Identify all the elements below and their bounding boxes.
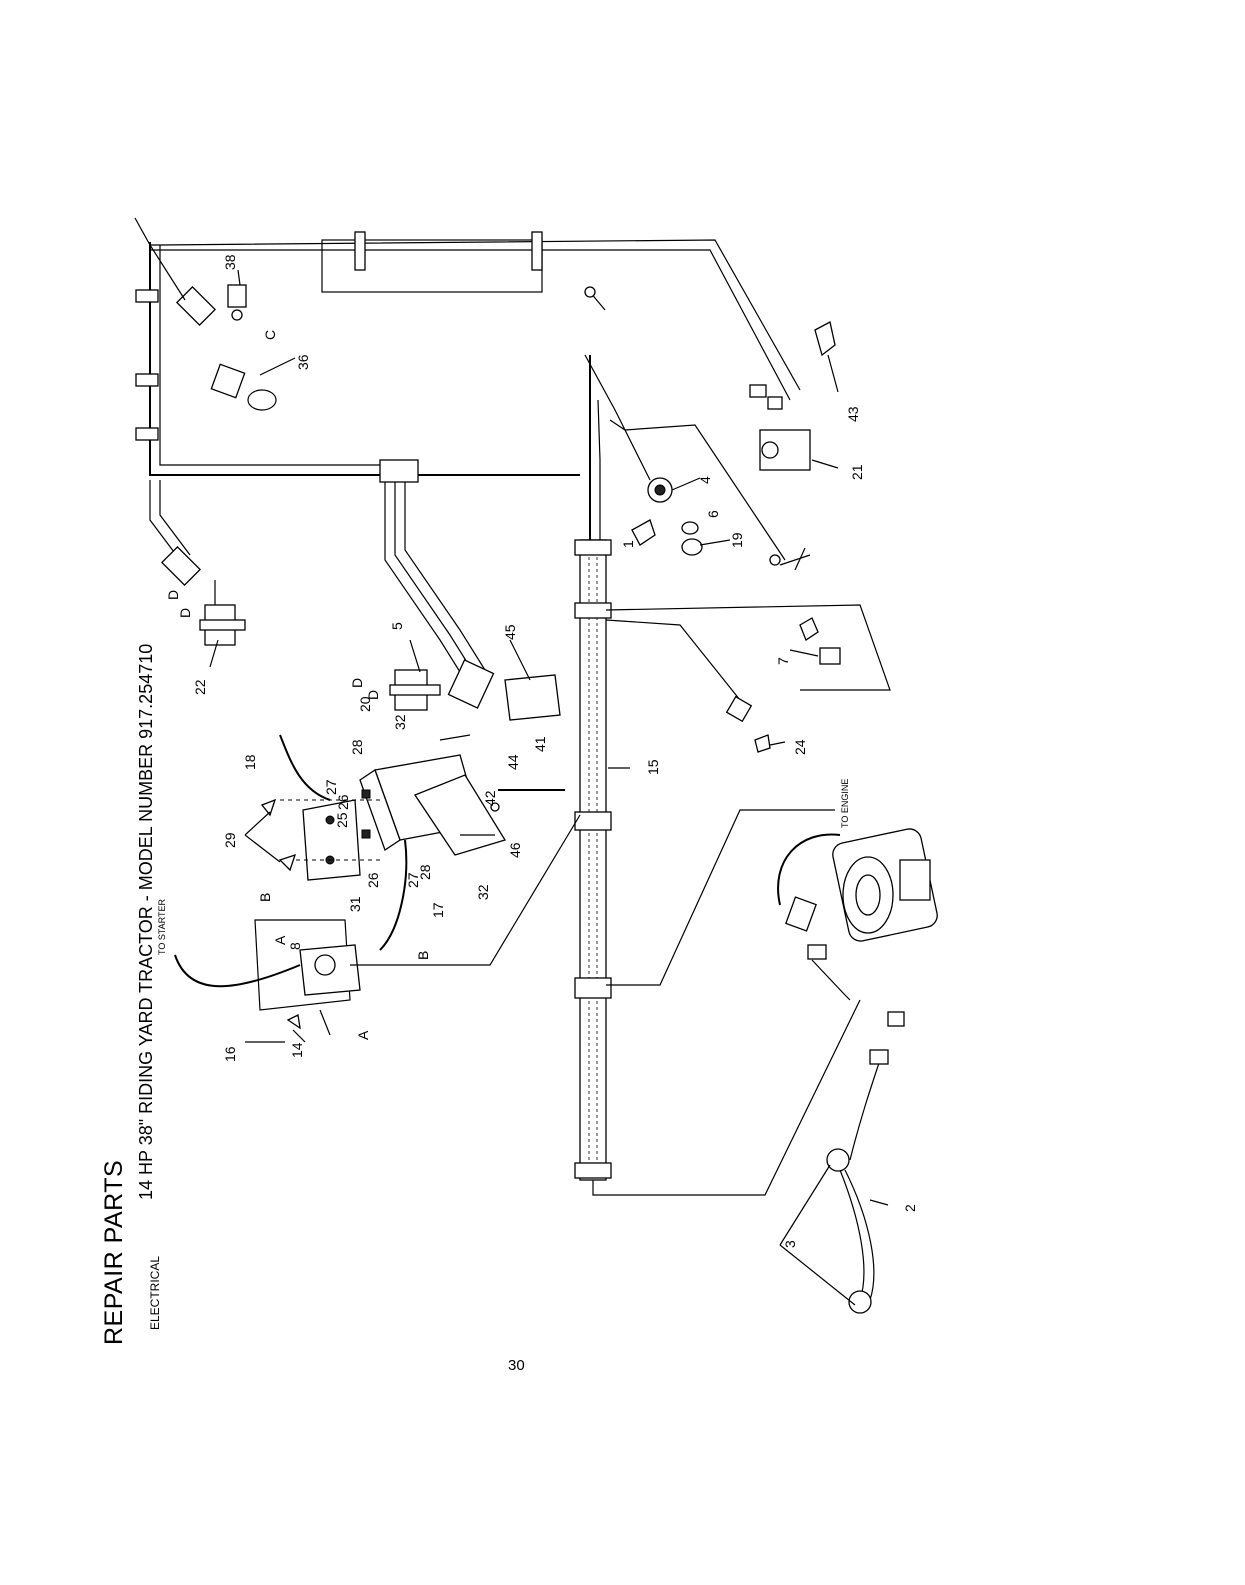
callout-8: 8 <box>287 942 303 950</box>
callout-43: 43 <box>845 406 861 422</box>
callout-14: 14 <box>289 1042 305 1058</box>
harness-clamp <box>136 290 158 302</box>
relay-36 <box>211 364 244 397</box>
callout-28-upper: 28 <box>349 739 365 755</box>
callout-18: 18 <box>242 754 258 770</box>
callout-26-lower: 26 <box>365 872 381 888</box>
callout-leaders <box>210 270 888 1305</box>
letter-b: B <box>257 893 273 902</box>
fuse-block-assembly <box>245 800 380 880</box>
harness-clamp <box>575 540 611 555</box>
callout-38: 38 <box>222 254 238 270</box>
headlight-bulb <box>827 1149 849 1171</box>
headlight-bulb <box>849 1291 871 1313</box>
harness-clamp <box>136 374 158 386</box>
starter-solenoid <box>255 815 580 1035</box>
callout-45: 45 <box>502 624 518 640</box>
switch-38 <box>228 285 246 307</box>
callout-22: 22 <box>192 679 208 695</box>
letter-a: A <box>272 935 288 945</box>
to-engine-label: TO ENGINE <box>840 779 850 828</box>
callout-15: 15 <box>645 759 661 775</box>
harness-plug <box>162 547 200 585</box>
parts-36-38 <box>211 285 276 410</box>
callout-2: 2 <box>902 1204 918 1212</box>
letter-d: D <box>365 690 381 700</box>
harness-plug <box>177 287 215 325</box>
letter-d: D <box>177 608 193 618</box>
relay-assembly <box>750 322 835 470</box>
connector-7 <box>820 648 840 664</box>
decal-45 <box>505 675 560 720</box>
cable-16 <box>175 955 300 986</box>
letter-d: D <box>165 590 181 600</box>
callout-32-upper: 32 <box>392 714 408 730</box>
battery-area <box>360 675 565 855</box>
cable-17 <box>380 840 406 950</box>
callout-17: 17 <box>430 902 446 918</box>
callout-42: 42 <box>482 790 498 806</box>
callout-32-lower: 32 <box>475 884 491 900</box>
interlock-switches <box>200 580 494 710</box>
callout-21: 21 <box>849 464 865 480</box>
component-31 <box>303 800 360 880</box>
engine-alternator <box>606 810 939 1000</box>
callout-28-lower: 28 <box>417 864 433 880</box>
harness-clamp <box>575 978 611 998</box>
callout-26-upper: 26 <box>335 794 351 810</box>
callout-7: 7 <box>775 657 791 665</box>
terminal-24 <box>755 735 770 752</box>
callout-numbers: 1 2 3 4 5 6 7 8 14 15 16 17 18 19 20 21 … <box>192 254 918 1248</box>
letter-b: B <box>415 951 431 960</box>
harness-junction <box>380 460 418 482</box>
harness-clamp <box>575 603 611 618</box>
letter-c: C <box>262 330 278 340</box>
harness-clamp <box>575 812 611 830</box>
harness-clamp <box>575 1163 611 1178</box>
callout-25: 25 <box>334 812 350 828</box>
callout-16: 16 <box>222 1046 238 1062</box>
bracket-43 <box>815 322 835 355</box>
callout-6: 6 <box>705 510 721 518</box>
callout-44: 44 <box>505 754 521 770</box>
connector-plug <box>727 697 752 722</box>
callout-3: 3 <box>782 1240 798 1248</box>
callout-4: 4 <box>697 476 713 484</box>
branch-to-parts-7-24 <box>606 605 890 752</box>
ground-symbols <box>770 548 810 570</box>
callout-5: 5 <box>389 622 405 630</box>
callout-41: 41 <box>532 736 548 752</box>
main-wire-harness <box>575 540 860 1195</box>
harness-clamp <box>136 428 158 440</box>
callout-46: 46 <box>507 842 523 858</box>
letter-a: A <box>355 1030 371 1040</box>
callout-24: 24 <box>792 739 808 755</box>
callout-19: 19 <box>729 532 745 548</box>
letter-d: D <box>349 678 365 688</box>
callout-29: 29 <box>222 832 238 848</box>
callout-31: 31 <box>347 896 363 912</box>
headlight-harness <box>827 1012 904 1313</box>
callout-27-upper: 27 <box>323 779 339 795</box>
harness-plug <box>448 660 493 708</box>
to-starter-label: TO STARTER <box>157 898 167 955</box>
callout-1: 1 <box>620 540 636 548</box>
callout-36: 36 <box>295 354 311 370</box>
